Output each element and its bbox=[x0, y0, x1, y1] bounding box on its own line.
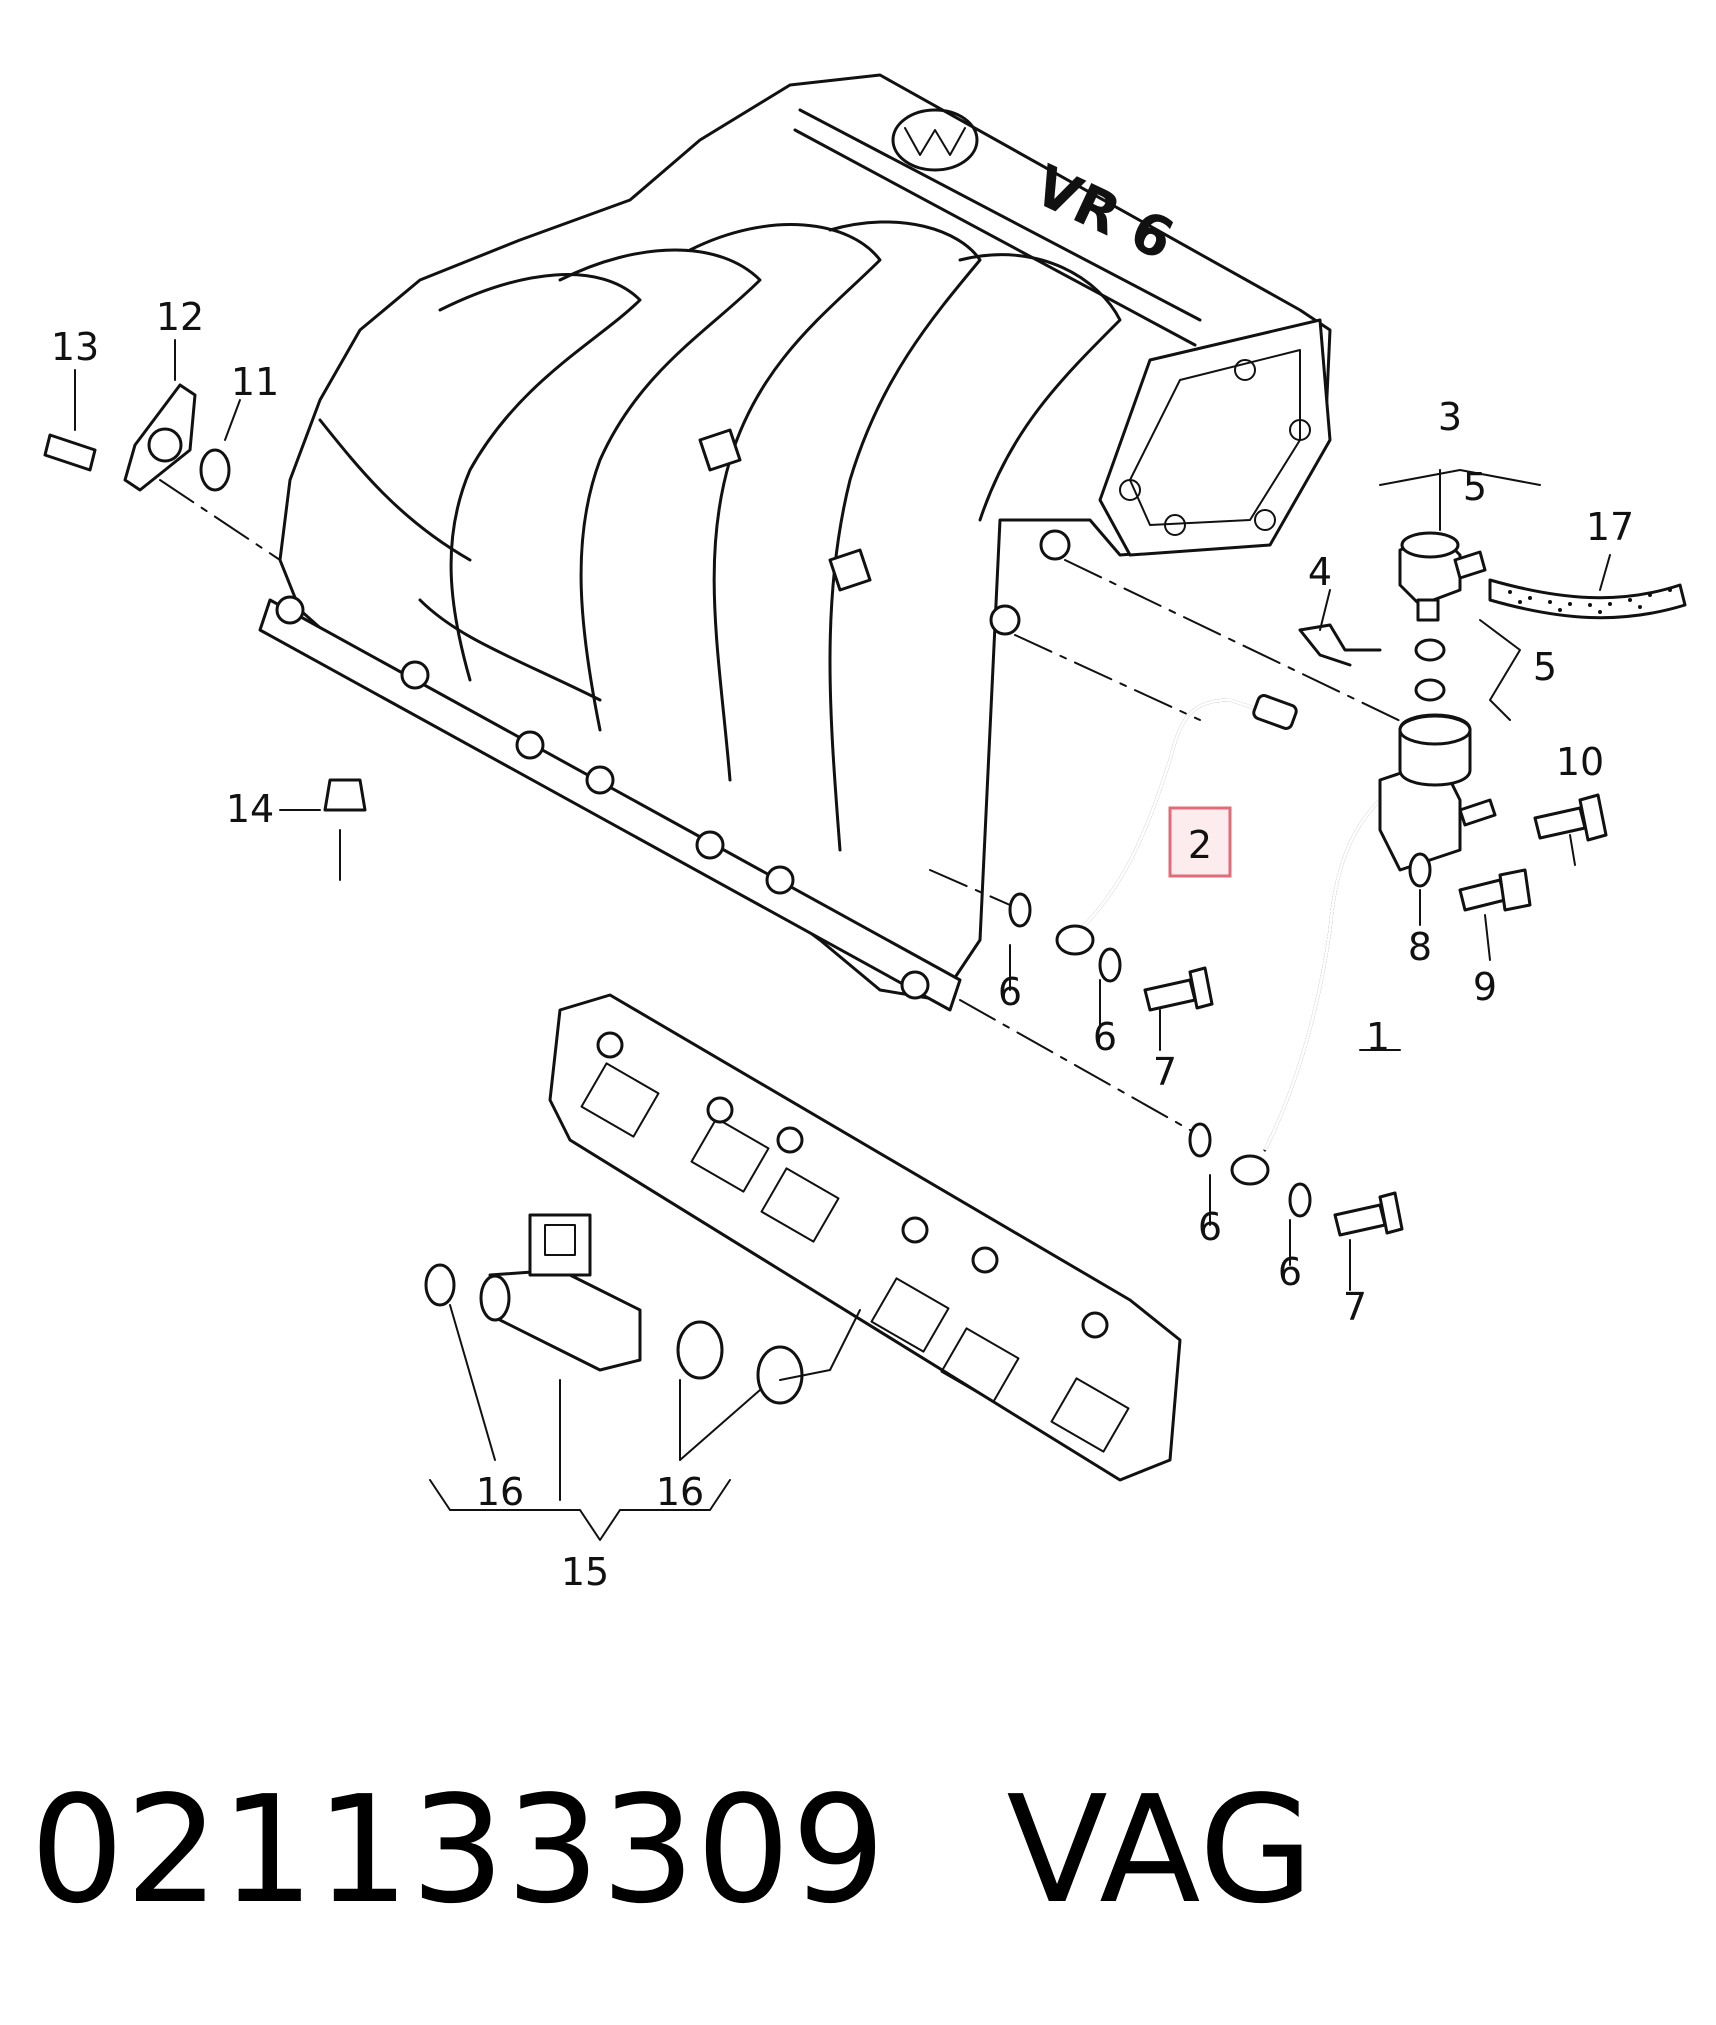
vw-logo-icon bbox=[891, 108, 979, 172]
pressure-regulator bbox=[1398, 531, 1487, 622]
callout-13: 13 bbox=[51, 325, 99, 369]
callout-17: 17 bbox=[1586, 505, 1634, 549]
callout-4: 4 bbox=[1308, 550, 1332, 594]
callout-6-d: 6 bbox=[1278, 1250, 1302, 1294]
callout-6-b: 6 bbox=[1093, 1015, 1117, 1059]
callout-11: 11 bbox=[231, 360, 279, 404]
callout-5-top: 5 bbox=[1463, 465, 1487, 509]
callout-9: 9 bbox=[1473, 965, 1497, 1009]
bolts bbox=[43, 433, 1608, 1237]
intake-manifold bbox=[258, 73, 1332, 1012]
part-number: 021133309 bbox=[30, 1764, 887, 1936]
vacuum-hose bbox=[1488, 578, 1687, 620]
retaining-clip bbox=[1298, 623, 1382, 667]
callout-6-c: 6 bbox=[1198, 1205, 1222, 1249]
callout-3: 3 bbox=[1438, 395, 1462, 439]
callout-12: 12 bbox=[156, 295, 204, 339]
callout-5-side: 5 bbox=[1533, 645, 1557, 689]
callout-16-left: 16 bbox=[476, 1470, 524, 1514]
callout-6-a: 6 bbox=[998, 970, 1022, 1014]
callout-8: 8 bbox=[1408, 925, 1432, 969]
lower-intake-manifold bbox=[548, 993, 1182, 1482]
callout-15: 15 bbox=[561, 1550, 609, 1594]
callout-7-b: 7 bbox=[1343, 1285, 1367, 1329]
brand-name: VAG bbox=[1006, 1764, 1315, 1936]
callout-7-a: 7 bbox=[1153, 1050, 1177, 1094]
callout-1: 1 bbox=[1366, 1015, 1390, 1059]
highlighted-callout-box bbox=[1168, 806, 1232, 878]
o-rings bbox=[199, 448, 1446, 1405]
fuel-injector bbox=[479, 1213, 642, 1372]
leader-lines bbox=[74, 339, 1611, 1541]
callout-2: 2 bbox=[1188, 823, 1212, 867]
fuel-rail-assembly bbox=[159, 479, 1497, 1186]
exploded-parts-diagram: 1 2 3 4 5 5 6 6 6 6 7 7 8 9 10 11 12 13 … bbox=[43, 73, 1687, 1594]
callout-10: 10 bbox=[1556, 740, 1604, 784]
callout-16-right: 16 bbox=[656, 1470, 704, 1514]
callout-14: 14 bbox=[226, 787, 274, 831]
